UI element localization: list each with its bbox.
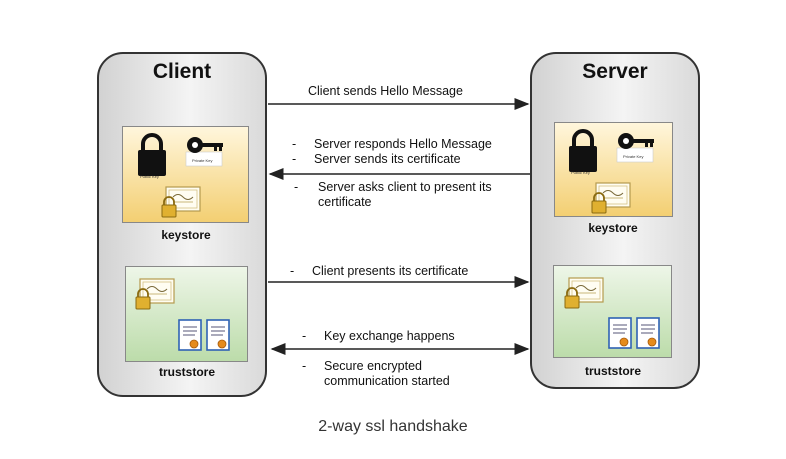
document-icon (608, 317, 632, 349)
private-key-tag: Private Key (192, 158, 212, 163)
certificate-icon (135, 278, 175, 310)
certificate-icon (564, 277, 604, 309)
client-title: Client (152, 60, 212, 83)
msg-text: Secure encrypted (324, 359, 422, 373)
msg-text: Client sends Hello Message (308, 84, 463, 98)
msg-secure-communication: - Secure encrypted communication started (302, 359, 450, 389)
private-key-tag-bg (616, 147, 654, 163)
msg-key-exchange: - Key exchange happens (302, 329, 455, 344)
document-icon (178, 319, 202, 351)
msg-text: communication started (324, 374, 450, 388)
msg-text: Server sends its certificate (314, 152, 461, 166)
private-key-tag-bg (185, 151, 223, 167)
diagram-caption: 2-way ssl handshake (318, 418, 468, 435)
msg-bullet: - (290, 264, 295, 278)
msg-bullet: - (302, 359, 307, 373)
msg-bullet: - (292, 152, 297, 166)
msg-server-certificate: - Server sends its certificate (292, 152, 461, 167)
msg-text: Client presents its certificate (312, 264, 469, 278)
key-icon (618, 133, 654, 149)
document-icon (636, 317, 660, 349)
msg-text: Server responds Hello Message (314, 137, 492, 151)
msg-client-presents: - Client presents its certificate (290, 264, 468, 279)
client-truststore-label: truststore (158, 365, 215, 379)
document-icon (206, 319, 230, 351)
msg-bullet: - (292, 137, 297, 151)
lock-icon (136, 133, 168, 178)
msg-bullet: - (294, 180, 299, 194)
public-key-tag: Public Key (571, 170, 590, 175)
private-key-tag: Private Key (623, 154, 643, 159)
msg-client-hello: Client sends Hello Message (308, 84, 463, 99)
server-keystore-label: keystore (588, 221, 638, 235)
lock-icon (567, 129, 599, 174)
msg-server-responds: - Server responds Hello Message (292, 137, 492, 152)
certificate-icon (591, 182, 631, 214)
server-truststore-label: truststore (584, 364, 641, 378)
msg-text: Key exchange happens (324, 329, 455, 343)
key-icon (187, 137, 223, 153)
msg-text: Server asks client to present its (318, 180, 492, 194)
msg-bullet: - (302, 329, 307, 343)
certificate-icon (161, 186, 201, 218)
msg-text: certificate (318, 195, 372, 209)
public-key-tag: Public Key (140, 174, 159, 179)
server-title: Server (582, 60, 648, 83)
msg-server-asks: - Server asks client to present its certi… (294, 180, 492, 210)
client-keystore-label: keystore (161, 228, 211, 242)
